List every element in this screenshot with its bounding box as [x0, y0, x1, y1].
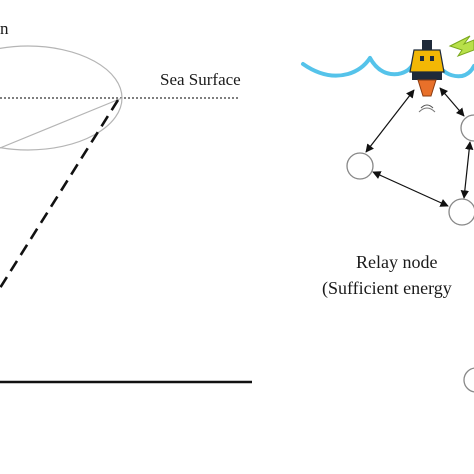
- relay-node-title: Relay node: [356, 252, 437, 272]
- relay-node-subtitle: (Sufficient energy: [322, 278, 452, 299]
- dashed-cone-line: [0, 99, 120, 289]
- surface-buoy-icon: [409, 40, 445, 113]
- cone-edge-line: [0, 97, 123, 149]
- sea-surface-label: Sea Surface: [160, 70, 241, 89]
- relay-nodes: [346, 114, 474, 393]
- relay-node-c: [448, 198, 474, 226]
- node-links: [365, 87, 474, 207]
- relay-node-b: [460, 114, 474, 142]
- relay-node-a: [346, 152, 374, 180]
- sea-waves: [301, 56, 474, 79]
- signal-bolt-icon: [448, 35, 474, 58]
- top-left-fragment-label: n: [0, 19, 9, 38]
- relay-node-d: [463, 367, 474, 393]
